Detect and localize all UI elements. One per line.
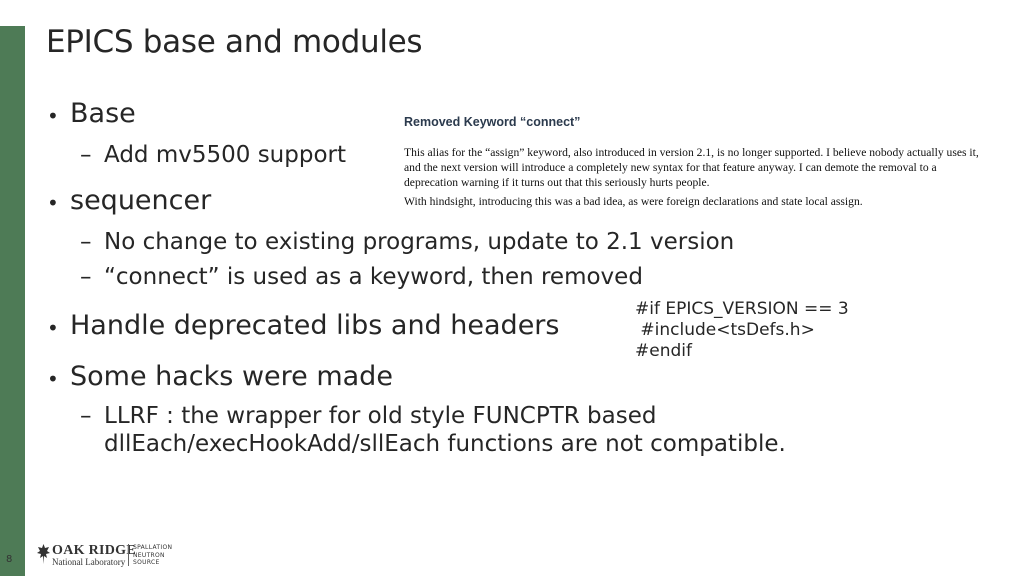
logo-division-line: NEUTRON xyxy=(133,551,165,559)
logo-name: OAK RIDGE xyxy=(52,543,136,558)
bullet-dot: • xyxy=(47,104,59,128)
bullet-dot: • xyxy=(47,316,59,340)
code-line: #endif xyxy=(635,341,692,361)
logo-divider xyxy=(128,544,129,566)
sub-bullet-text: LLRF : the wrapper for old style FUNCPTR… xyxy=(104,403,657,429)
bullet-dot: • xyxy=(47,191,59,215)
sub-bullet-dash: – xyxy=(80,403,92,429)
bullet-text: Base xyxy=(70,98,136,129)
sub-bullet-text: Add mv5500 support xyxy=(104,142,347,168)
excerpt-heading: Removed Keyword “connect” xyxy=(404,115,581,129)
sub-bullet-dash: – xyxy=(80,142,92,168)
code-snippet: #if EPICS_VERSION == 3 #include<tsDefs.h… xyxy=(635,299,849,362)
bullet-text: Some hacks were made xyxy=(70,361,393,392)
logo-subtitle: National Laboratory xyxy=(52,557,126,567)
bullet-text: Handle deprecated libs and headers xyxy=(70,310,560,341)
leaf-icon xyxy=(37,544,50,564)
sub-bullet-dash: – xyxy=(80,264,92,290)
code-line: #if EPICS_VERSION == 3 xyxy=(635,299,849,319)
sub-bullet-text: “connect” is used as a keyword, then rem… xyxy=(104,264,643,290)
bullet-dot: • xyxy=(47,367,59,391)
sub-bullet-dash: – xyxy=(80,229,92,255)
sub-bullet-text-continued: dllEach/execHookAdd/sllEach functions ar… xyxy=(104,431,786,457)
logo-division-line: SOURCE xyxy=(133,559,160,566)
bullet-text: sequencer xyxy=(70,185,212,216)
page-number: 8 xyxy=(6,554,13,565)
code-line: #include<tsDefs.h> xyxy=(635,320,815,340)
sub-bullet-text: No change to existing programs, update t… xyxy=(104,229,735,255)
accent-bar xyxy=(0,26,25,576)
excerpt-paragraph: This alias for the “assign” keyword, als… xyxy=(404,146,979,189)
excerpt-paragraph: With hindsight, introducing this was a b… xyxy=(404,195,863,208)
logo-division-line: SPALLATION xyxy=(133,544,173,551)
logo-division: SPALLATION NEUTRON SOURCE xyxy=(133,544,172,567)
slide-title: EPICS base and modules xyxy=(46,24,423,60)
release-notes-excerpt: Removed Keyword “connect” This alias for… xyxy=(404,115,988,209)
